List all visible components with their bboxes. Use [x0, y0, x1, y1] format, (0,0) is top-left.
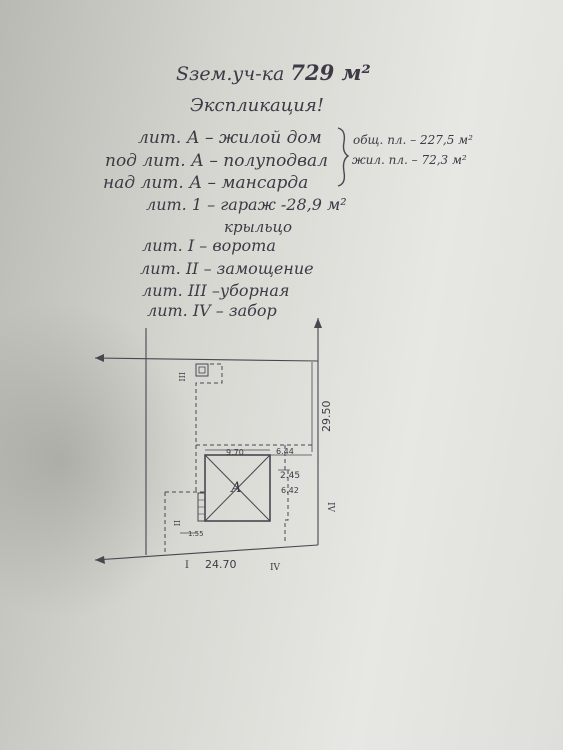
legend-brace	[337, 127, 350, 187]
toilet-inner	[198, 366, 206, 374]
label-iv-right: IV	[325, 502, 335, 513]
dim-left-small: 1.55	[188, 530, 204, 538]
legend-lit-1-garage: лит. 1 – гараж -28,9 м²	[146, 195, 347, 214]
legend-lit-a-house: лит. А – жилой дом	[138, 128, 322, 148]
legend-porch: крыльцо	[224, 218, 292, 236]
left-arrow-icon	[95, 354, 104, 362]
total-area-note: общ. пл. – 227,5 м²	[353, 133, 473, 147]
house-label: А	[230, 480, 242, 496]
paving-outline	[164, 363, 315, 553]
legend-lit-iii-toilet: лит. III –уборная	[142, 281, 290, 300]
plot-area-title: Sзем.уч-ка 729 м²	[176, 60, 371, 85]
legend-lit-i-gate: лит. I – ворота	[142, 236, 276, 255]
plot-boundary	[94, 318, 319, 561]
legend-lit-a-semibasement: под лит. А – полуподвал	[105, 151, 328, 171]
house-diagonal-2	[204, 454, 271, 522]
legend-lit-ii-paving: лит. II – замощение	[140, 259, 314, 278]
dim-right-short: 2.45	[280, 471, 300, 481]
label-i-bottom: I	[185, 560, 189, 571]
explication-heading: Экспликация!	[190, 95, 325, 116]
photo-shadow	[0, 300, 200, 620]
bottom-left-arrow-icon	[95, 556, 105, 564]
dim-top-right: 6.44	[276, 447, 294, 456]
dim-right-vertical: 29.50	[320, 401, 333, 433]
label-ii: II	[172, 520, 181, 526]
living-area-note: жил. пл. – 72,3 м²	[352, 153, 467, 167]
up-arrow-icon	[314, 318, 322, 328]
plot-area-value: 729 м²	[290, 60, 371, 85]
label-iii: III	[177, 372, 186, 381]
house-a	[204, 454, 271, 522]
dim-bottom: 24.70	[205, 558, 237, 571]
toilet-structure	[195, 363, 209, 377]
plot-area-prefix: Sзем.уч-ка	[176, 63, 285, 85]
legend-lit-a-attic: над лит. А – мансарда	[103, 173, 309, 193]
dim-right-lower: 6.42	[281, 486, 299, 495]
legend-lit-iv-fence: лит. IV – забор	[147, 301, 277, 320]
porch-steps	[198, 499, 205, 515]
dim-house-top: 9.70	[226, 448, 244, 457]
label-iv-bottom: IV	[270, 563, 281, 573]
